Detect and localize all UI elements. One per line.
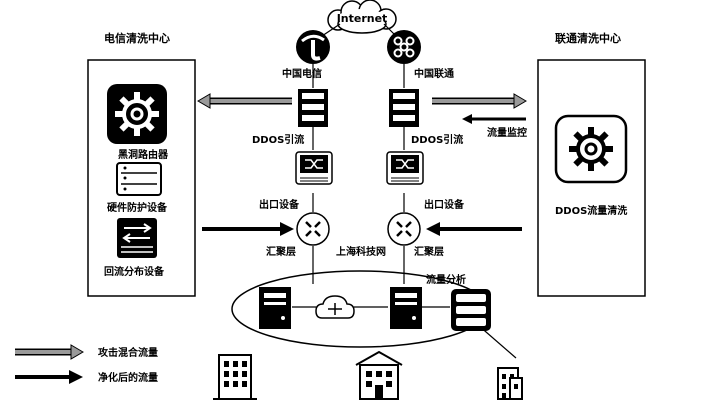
attack-flow-arrow-telecom xyxy=(197,93,292,109)
attack-flow-arrow-unicom xyxy=(432,93,527,109)
unicom-switch-icon xyxy=(386,151,424,185)
hardware-firewall-label: 硬件防护设备 xyxy=(107,201,168,214)
monitor-arrow xyxy=(462,114,526,124)
unicom-egress-label: 出口设备 xyxy=(424,198,465,211)
building-left-icon xyxy=(213,354,257,400)
ddos-scrubbing-label: DDOS流量清洗 xyxy=(555,204,627,217)
building-center-icon xyxy=(355,350,403,400)
legend-attack-label: 攻击混合流量 xyxy=(98,346,158,359)
reinjection-device-icon xyxy=(117,218,157,258)
unicom-center-title: 联通清洗中心 xyxy=(555,31,621,45)
clean-flow-arrow-telecom xyxy=(202,222,294,236)
blackhole-router-label: 黑洞路由器 xyxy=(118,148,169,161)
unicom-scrubbing-center-box xyxy=(537,59,646,297)
telecom-switch-icon xyxy=(295,151,333,185)
legend-clean-label: 净化后的流量 xyxy=(98,371,158,384)
traffic-analysis-label: 流量分析 xyxy=(426,273,466,286)
legend-clean-arrow xyxy=(15,370,83,384)
telecom-ddos-diversion-label: DDOS引流 xyxy=(252,133,304,146)
traffic-analysis-server-icon xyxy=(451,289,491,331)
telecom-scrubbing-center-box xyxy=(87,59,196,297)
telecom-egress-label: 出口设备 xyxy=(259,198,300,211)
campus-server-left-icon xyxy=(259,287,291,329)
cloud-hub-icon xyxy=(315,295,355,319)
campus-server-right-icon xyxy=(390,287,422,329)
china-unicom-logo xyxy=(387,30,421,64)
reinjection-device-label: 回流分布设备 xyxy=(104,265,165,278)
ddos-scrubbing-icon xyxy=(554,114,628,184)
telecom-carrier-label: 中国电信 xyxy=(282,67,322,80)
building-right-icon xyxy=(497,367,523,400)
china-telecom-logo xyxy=(296,30,330,64)
unicom-aggregation-label: 汇聚层 xyxy=(414,245,444,258)
blackhole-router-icon xyxy=(107,84,167,144)
internet-cloud: Internet xyxy=(327,0,397,34)
telecom-aggregation-label: 汇聚层 xyxy=(266,245,296,258)
internet-label: Internet xyxy=(337,12,388,25)
clean-flow-arrow-unicom xyxy=(426,222,522,236)
telecom-router-icon xyxy=(296,212,330,246)
telecom-core-server xyxy=(298,89,328,127)
unicom-core-server xyxy=(389,89,419,127)
unicom-carrier-label: 中国联通 xyxy=(414,67,454,80)
hardware-firewall-icon xyxy=(116,162,162,196)
telecom-center-title: 电信清洗中心 xyxy=(104,31,170,45)
campus-network-label: 上海科技网 xyxy=(336,245,386,258)
traffic-monitor-label: 流量监控 xyxy=(487,126,527,139)
unicom-ddos-diversion-label: DDOS引流 xyxy=(411,133,463,146)
unicom-router-icon xyxy=(387,212,421,246)
legend-attack-arrow xyxy=(15,344,84,360)
